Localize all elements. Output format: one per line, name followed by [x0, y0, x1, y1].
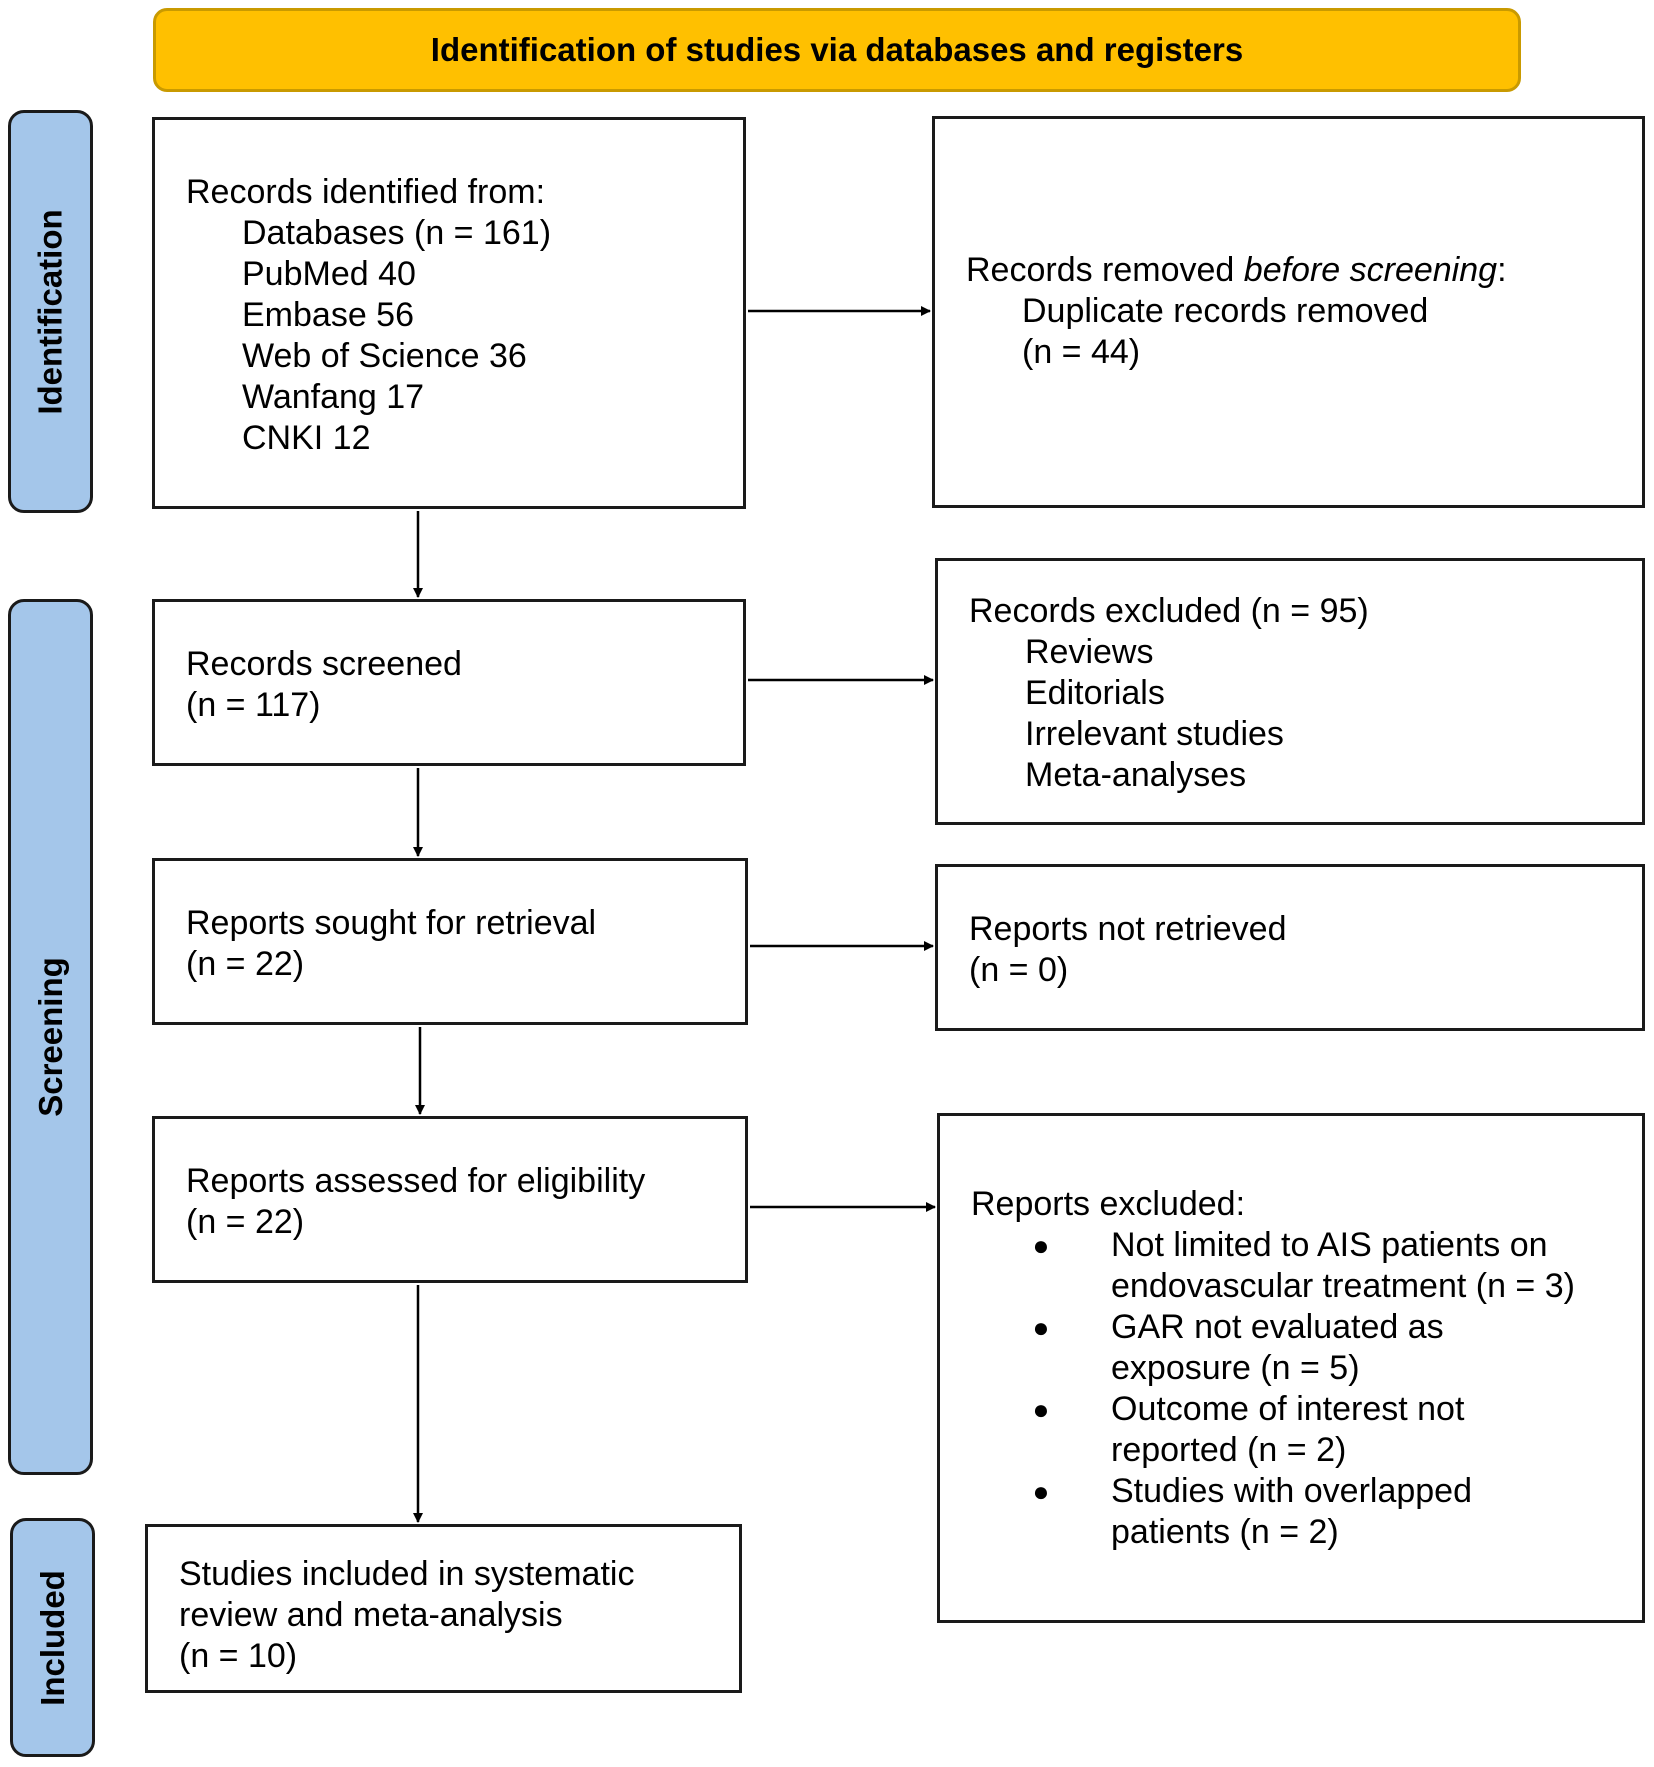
- exclusion-reason-line2: patients (n = 2): [1111, 1513, 1339, 1551]
- reports-assessed-box: Reports assessed for eligibility (n = 22…: [152, 1116, 748, 1283]
- bullet-icon: ●: [1032, 1394, 1050, 1425]
- records-identified-heading: Records identified from:: [186, 173, 546, 211]
- source-cnki: CNKI 12: [242, 419, 371, 457]
- source-embase: Embase 56: [242, 296, 414, 334]
- exclusion-reason-line2: reported (n = 2): [1111, 1431, 1347, 1469]
- records-screened-box: Records screened (n = 117): [152, 599, 746, 766]
- phase-included: Included: [10, 1518, 95, 1757]
- records-identified-box: Records identified from: Databases (n = …: [152, 117, 746, 509]
- bullet-icon: ●: [1032, 1476, 1050, 1507]
- header-title: Identification of studies via databases …: [430, 31, 1244, 68]
- exclusion-reason-line2: exposure (n = 5): [1111, 1349, 1360, 1387]
- duplicate-records-label: Duplicate records removed: [1022, 292, 1429, 330]
- source-pubmed: PubMed 40: [242, 255, 416, 293]
- studies-included-box: Studies included in systematic review an…: [145, 1524, 742, 1693]
- records-removed-heading: Records removed before screening:: [966, 250, 1642, 291]
- list-item: ● Outcome of interest not reported (n = …: [971, 1389, 1630, 1471]
- reports-assessed-label: Reports assessed for eligibility: [186, 1162, 646, 1200]
- exclusion-reason-line1: Not limited to AIS patients on: [1111, 1226, 1548, 1264]
- reports-assessed-count: (n = 22): [186, 1203, 305, 1241]
- bullet-icon: ●: [1032, 1230, 1050, 1261]
- studies-included-line1: Studies included in systematic: [179, 1555, 635, 1593]
- reports-sought-label: Reports sought for retrieval: [186, 904, 597, 942]
- source-web-of-science: Web of Science 36: [242, 337, 527, 375]
- exclusion-reason-line1: Studies with overlapped: [1111, 1472, 1473, 1510]
- list-item: ● Not limited to AIS patients on endovas…: [971, 1225, 1630, 1307]
- reports-excluded-box: Reports excluded: ● Not limited to AIS p…: [937, 1113, 1645, 1623]
- studies-included-count: (n = 10): [179, 1637, 298, 1675]
- studies-included-line2: review and meta-analysis: [179, 1596, 563, 1634]
- excluded-meta-analyses: Meta-analyses: [1025, 756, 1247, 794]
- records-removed-prefix: Records removed: [966, 251, 1244, 289]
- header-bar: Identification of studies via databases …: [153, 8, 1521, 92]
- duplicate-records-count: (n = 44): [1022, 333, 1141, 371]
- records-excluded-box: Records excluded (n = 95) Reviews Editor…: [935, 558, 1645, 825]
- list-item: ● Studies with overlapped patients (n = …: [971, 1471, 1630, 1553]
- source-databases: Databases (n = 161): [242, 214, 552, 252]
- reports-not-retrieved-box: Reports not retrieved (n = 0): [935, 864, 1645, 1031]
- reports-excluded-heading: Reports excluded:: [971, 1185, 1246, 1223]
- phase-screening: Screening: [8, 599, 93, 1475]
- excluded-reviews: Reviews: [1025, 633, 1154, 671]
- records-screened-count: (n = 117): [186, 686, 321, 724]
- records-excluded-heading: Records excluded (n = 95): [969, 592, 1369, 630]
- exclusion-reason-line2: endovascular treatment (n = 3): [1111, 1267, 1575, 1305]
- exclusion-reason-line1: Outcome of interest not: [1111, 1390, 1465, 1428]
- exclusion-reason-line1: GAR not evaluated as: [1111, 1308, 1444, 1346]
- reports-sought-count: (n = 22): [186, 945, 305, 983]
- reports-not-retrieved-count: (n = 0): [969, 951, 1069, 989]
- records-screened-label: Records screened: [186, 645, 462, 683]
- bullet-icon: ●: [1032, 1312, 1050, 1343]
- records-removed-box: Records removed before screening: Duplic…: [932, 116, 1645, 508]
- reports-sought-box: Reports sought for retrieval (n = 22): [152, 858, 748, 1025]
- records-removed-suffix: :: [1497, 251, 1507, 289]
- excluded-editorials: Editorials: [1025, 674, 1165, 712]
- list-item: ● GAR not evaluated as exposure (n = 5): [971, 1307, 1630, 1389]
- records-removed-emphasis: before screening: [1243, 251, 1498, 289]
- phase-identification: Identification: [8, 110, 93, 513]
- reports-not-retrieved-label: Reports not retrieved: [969, 910, 1287, 948]
- source-wanfang: Wanfang 17: [242, 378, 425, 416]
- excluded-irrelevant-studies: Irrelevant studies: [1025, 715, 1284, 753]
